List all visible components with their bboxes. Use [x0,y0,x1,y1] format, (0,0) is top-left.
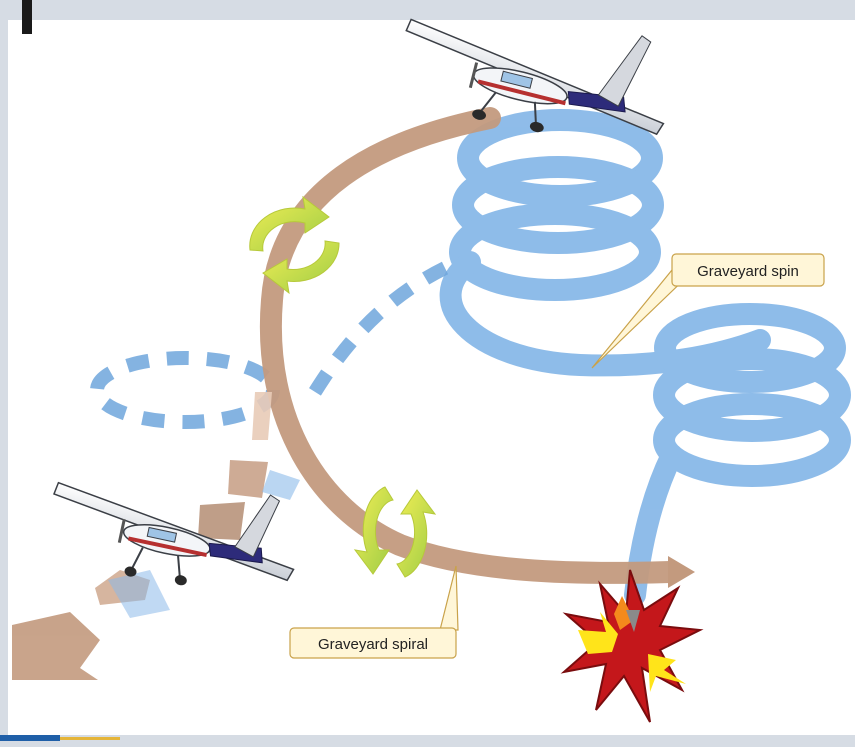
graveyard-spin-label: Graveyard spin [697,263,799,280]
slide-accent-bar-gold [60,737,120,740]
explosion-icon [560,569,704,723]
graveyard-spiral-label: Graveyard spiral [318,636,428,653]
airplane-icon [405,18,665,136]
slide-title-fragment [22,0,32,34]
graveyard-spiral-path [259,107,681,584]
rotation-arrow-icon [249,195,340,295]
graveyard-spiral-callout: Graveyard spiral [289,565,459,659]
airplane-icon [53,481,295,586]
spiral-trail-fragments [12,392,300,680]
graveyard-spin-path [439,109,851,606]
graveyard-spin-callout: Graveyard spin [591,253,825,369]
spiral-arrow-head [668,556,695,588]
slide-accent-bar [0,735,60,741]
rotation-arrow-icon [353,486,437,578]
